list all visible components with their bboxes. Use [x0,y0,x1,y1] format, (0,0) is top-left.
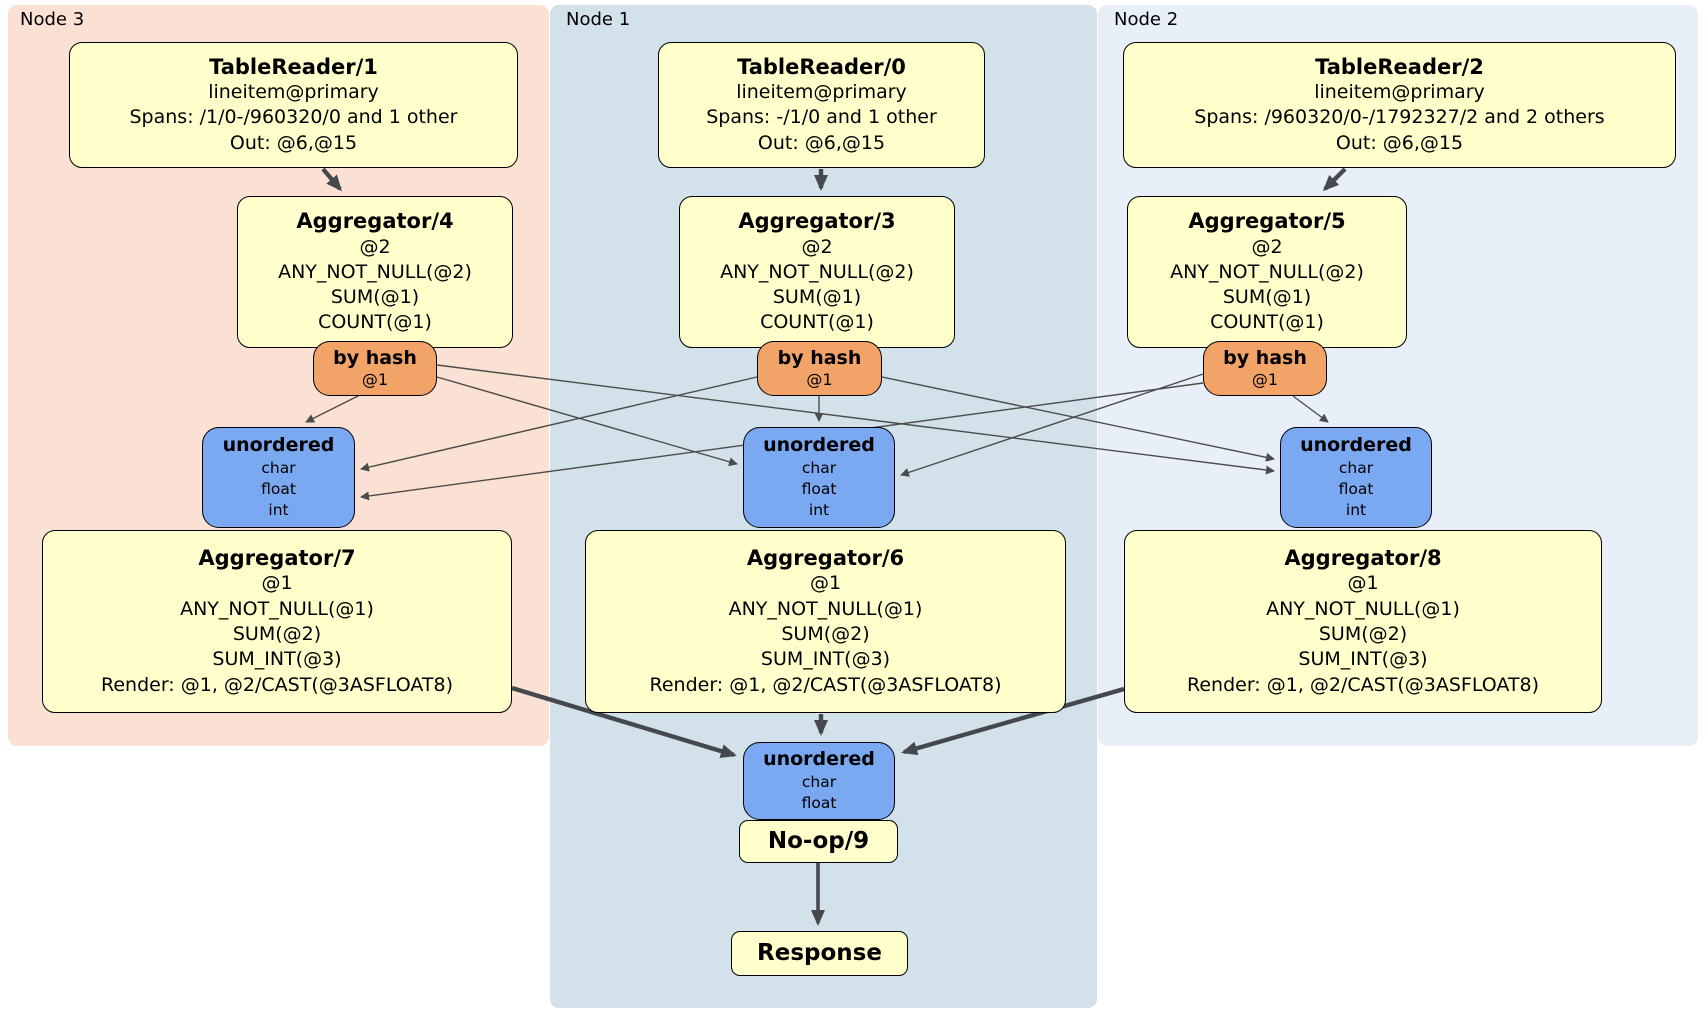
noop-title: No-op/9 [767,827,870,854]
tablereader0-out: Out: @6,@15 [757,131,886,154]
aggregator3-fn3: COUNT(@1) [760,311,874,334]
unordered-sync-node2-title: unordered [1300,434,1412,457]
unordered-sync-node1-type2: float [801,479,837,498]
aggregator7-title: Aggregator/7 [198,546,356,571]
aggregator6-fn1: ANY_NOT_NULL(@1) [728,597,923,620]
aggregator7-box: Aggregator/7 @1 ANY_NOT_NULL(@1) SUM(@2)… [42,530,512,713]
tablereader0-spans: Spans: -/1/0 and 1 other [706,106,937,129]
aggregator3-fn2: SUM(@1) [772,286,862,309]
aggregator5-fn2: SUM(@1) [1222,286,1312,309]
aggregator4-fn2: SUM(@1) [330,286,420,309]
unordered-sync-node3-type3: int [268,500,289,519]
hash-router-node1-title: by hash [777,346,862,369]
aggregator5-group: @2 [1251,235,1283,258]
aggregator7-group: @1 [261,572,293,595]
aggregator6-render: Render: @1, @2/CAST(@3ASFLOAT8) [649,673,1002,696]
node3-region-label: Node 3 [20,9,85,30]
aggregator6-box: Aggregator/6 @1 ANY_NOT_NULL(@1) SUM(@2)… [585,530,1066,713]
aggregator8-fn2: SUM(@2) [1318,622,1408,645]
hash-router-node1-key: @1 [806,369,833,389]
aggregator6-title: Aggregator/6 [746,546,905,571]
unordered-sync-node2-type1: char [1338,458,1374,477]
aggregator3-group: @2 [801,235,833,258]
tablereader1-title: TableReader/1 [209,54,378,79]
noop-box: No-op/9 [739,820,898,863]
aggregator4-fn1: ANY_NOT_NULL(@2) [278,260,472,283]
aggregator5-title: Aggregator/5 [1188,209,1346,234]
aggregator6-group: @1 [809,572,842,595]
unordered-sync-final-type2: float [801,793,837,812]
unordered-sync-node3-type1: char [261,458,296,477]
node2-region-label: Node 2 [1114,9,1179,30]
hash-router-node1: by hash @1 [757,341,882,396]
unordered-sync-node3: unordered char float int [202,427,355,528]
aggregator4-title: Aggregator/4 [296,209,454,234]
aggregator3-fn1: ANY_NOT_NULL(@2) [720,260,914,283]
tablereader1-out: Out: @6,@15 [229,131,358,154]
unordered-sync-final-title: unordered [763,748,875,771]
tablereader0-box: TableReader/0 lineitem@primary Spans: -/… [658,42,985,168]
aggregator5-fn1: ANY_NOT_NULL(@2) [1170,260,1364,283]
aggregator8-group: @1 [1347,572,1379,595]
unordered-sync-node1-type3: int [808,500,830,519]
tablereader0-title: TableReader/0 [737,54,906,79]
aggregator4-group: @2 [359,235,391,258]
aggregator6-fn2: SUM(@2) [781,622,870,645]
unordered-sync-node2: unordered char float int [1280,427,1432,528]
response-title: Response [757,939,882,966]
hash-router-node3-title: by hash [333,346,417,369]
aggregator3-title: Aggregator/3 [738,209,896,234]
unordered-sync-final: unordered char float [743,742,895,820]
aggregator6-fn3: SUM_INT(@3) [760,648,891,671]
unordered-sync-node3-type2: float [261,479,296,498]
tablereader0-index: lineitem@primary [736,81,907,104]
aggregator7-fn3: SUM_INT(@3) [212,648,342,671]
aggregator8-box: Aggregator/8 @1 ANY_NOT_NULL(@1) SUM(@2)… [1124,530,1602,713]
unordered-sync-node2-type2: float [1338,479,1374,498]
aggregator5-box: Aggregator/5 @2 ANY_NOT_NULL(@2) SUM(@1)… [1127,196,1407,348]
unordered-sync-node1-type1: char [801,458,837,477]
unordered-sync-node1-title: unordered [763,434,875,457]
aggregator8-title: Aggregator/8 [1284,546,1442,571]
hash-router-node3-key: @1 [361,369,389,389]
aggregator7-fn1: ANY_NOT_NULL(@1) [180,597,374,620]
aggregator5-fn3: COUNT(@1) [1210,311,1324,334]
hash-router-node2: by hash @1 [1203,341,1327,396]
aggregator8-fn3: SUM_INT(@3) [1298,648,1428,671]
hash-router-node2-key: @1 [1251,369,1279,389]
tablereader2-index: lineitem@primary [1314,81,1485,104]
tablereader1-box: TableReader/1 lineitem@primary Spans: /1… [69,42,518,168]
tablereader2-spans: Spans: /960320/0-/1792327/2 and 2 others [1194,106,1605,129]
response-box: Response [731,931,908,976]
unordered-sync-node3-title: unordered [222,434,335,457]
unordered-sync-final-type1: char [801,772,837,791]
aggregator8-fn1: ANY_NOT_NULL(@1) [1266,597,1460,620]
unordered-sync-node1: unordered char float int [743,427,895,528]
hash-router-node2-title: by hash [1223,346,1307,369]
tablereader1-spans: Spans: /1/0-/960320/0 and 1 other [129,106,458,129]
hash-router-node3: by hash @1 [313,341,437,396]
aggregator4-fn3: COUNT(@1) [318,311,432,334]
aggregator3-box: Aggregator/3 @2 ANY_NOT_NULL(@2) SUM(@1)… [679,196,955,348]
aggregator7-fn2: SUM(@2) [232,622,322,645]
unordered-sync-node2-type3: int [1345,500,1367,519]
aggregator7-render: Render: @1, @2/CAST(@3ASFLOAT8) [101,673,453,696]
tablereader2-out: Out: @6,@15 [1335,131,1464,154]
aggregator8-render: Render: @1, @2/CAST(@3ASFLOAT8) [1187,673,1539,696]
tablereader1-index: lineitem@primary [208,81,379,104]
node1-region-label: Node 1 [566,9,631,30]
tablereader2-box: TableReader/2 lineitem@primary Spans: /9… [1123,42,1676,168]
tablereader2-title: TableReader/2 [1315,54,1484,79]
aggregator4-box: Aggregator/4 @2 ANY_NOT_NULL(@2) SUM(@1)… [237,196,513,348]
